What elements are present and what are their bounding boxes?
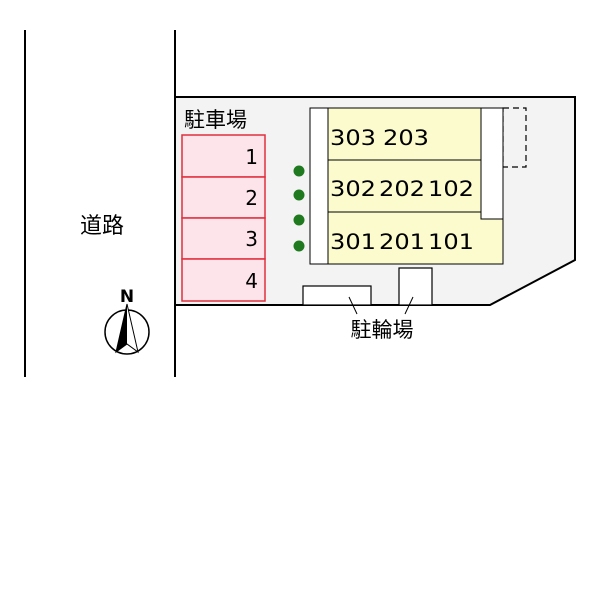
unit-101: 101 — [428, 230, 474, 254]
parking-title: 駐車場 — [184, 108, 247, 132]
parking-space-3: 3 — [181, 217, 266, 260]
bicycle-rack-left — [302, 285, 372, 306]
unit-201: 201 — [379, 230, 425, 254]
leader-line-right — [404, 296, 414, 315]
parking-space-rect — [181, 258, 266, 302]
tree-icon — [293, 189, 305, 201]
bicycle-parking: 駐輪場 — [302, 267, 433, 342]
north-arrow-icon: N — [104, 287, 150, 355]
parking-lot: 駐車場 1 2 3 4 — [181, 108, 266, 302]
trees — [293, 165, 305, 252]
unit-302: 302 — [330, 177, 376, 201]
tree-icon — [293, 240, 305, 252]
unit-203: 203 — [383, 126, 429, 150]
building-row-top — [309, 107, 504, 161]
building: 303 203 302 202 102 301 201 101 — [309, 107, 527, 265]
road-label: 道路 — [80, 214, 124, 239]
tree-icon — [293, 214, 305, 226]
unit-102: 102 — [428, 177, 474, 201]
bicycle-parking-label: 駐輪場 — [351, 318, 414, 342]
parking-space-rect — [181, 176, 266, 219]
bicycle-rack-right — [398, 267, 433, 306]
parking-space-rect — [181, 134, 266, 178]
parking-space-number: 4 — [245, 269, 258, 293]
parking-space-number: 2 — [245, 186, 258, 210]
parking-space-1: 1 — [181, 134, 266, 178]
compass-needle-shade — [116, 304, 127, 352]
building-row-bottom — [309, 211, 504, 265]
corridor-column — [309, 107, 329, 265]
unit-301: 301 — [330, 230, 376, 254]
unit-202: 202 — [379, 177, 425, 201]
unit-303: 303 — [330, 126, 376, 150]
parking-space-4: 4 — [181, 258, 266, 302]
stair-column — [480, 107, 504, 220]
tree-icon — [293, 165, 305, 177]
parking-space-rect — [181, 217, 266, 260]
parking-space-number: 1 — [245, 145, 258, 169]
leader-line-left — [348, 296, 358, 315]
parking-space-2: 2 — [181, 176, 266, 219]
parking-space-number: 3 — [245, 227, 258, 251]
road: 道路 — [24, 30, 176, 377]
compass-label: N — [120, 287, 134, 307]
